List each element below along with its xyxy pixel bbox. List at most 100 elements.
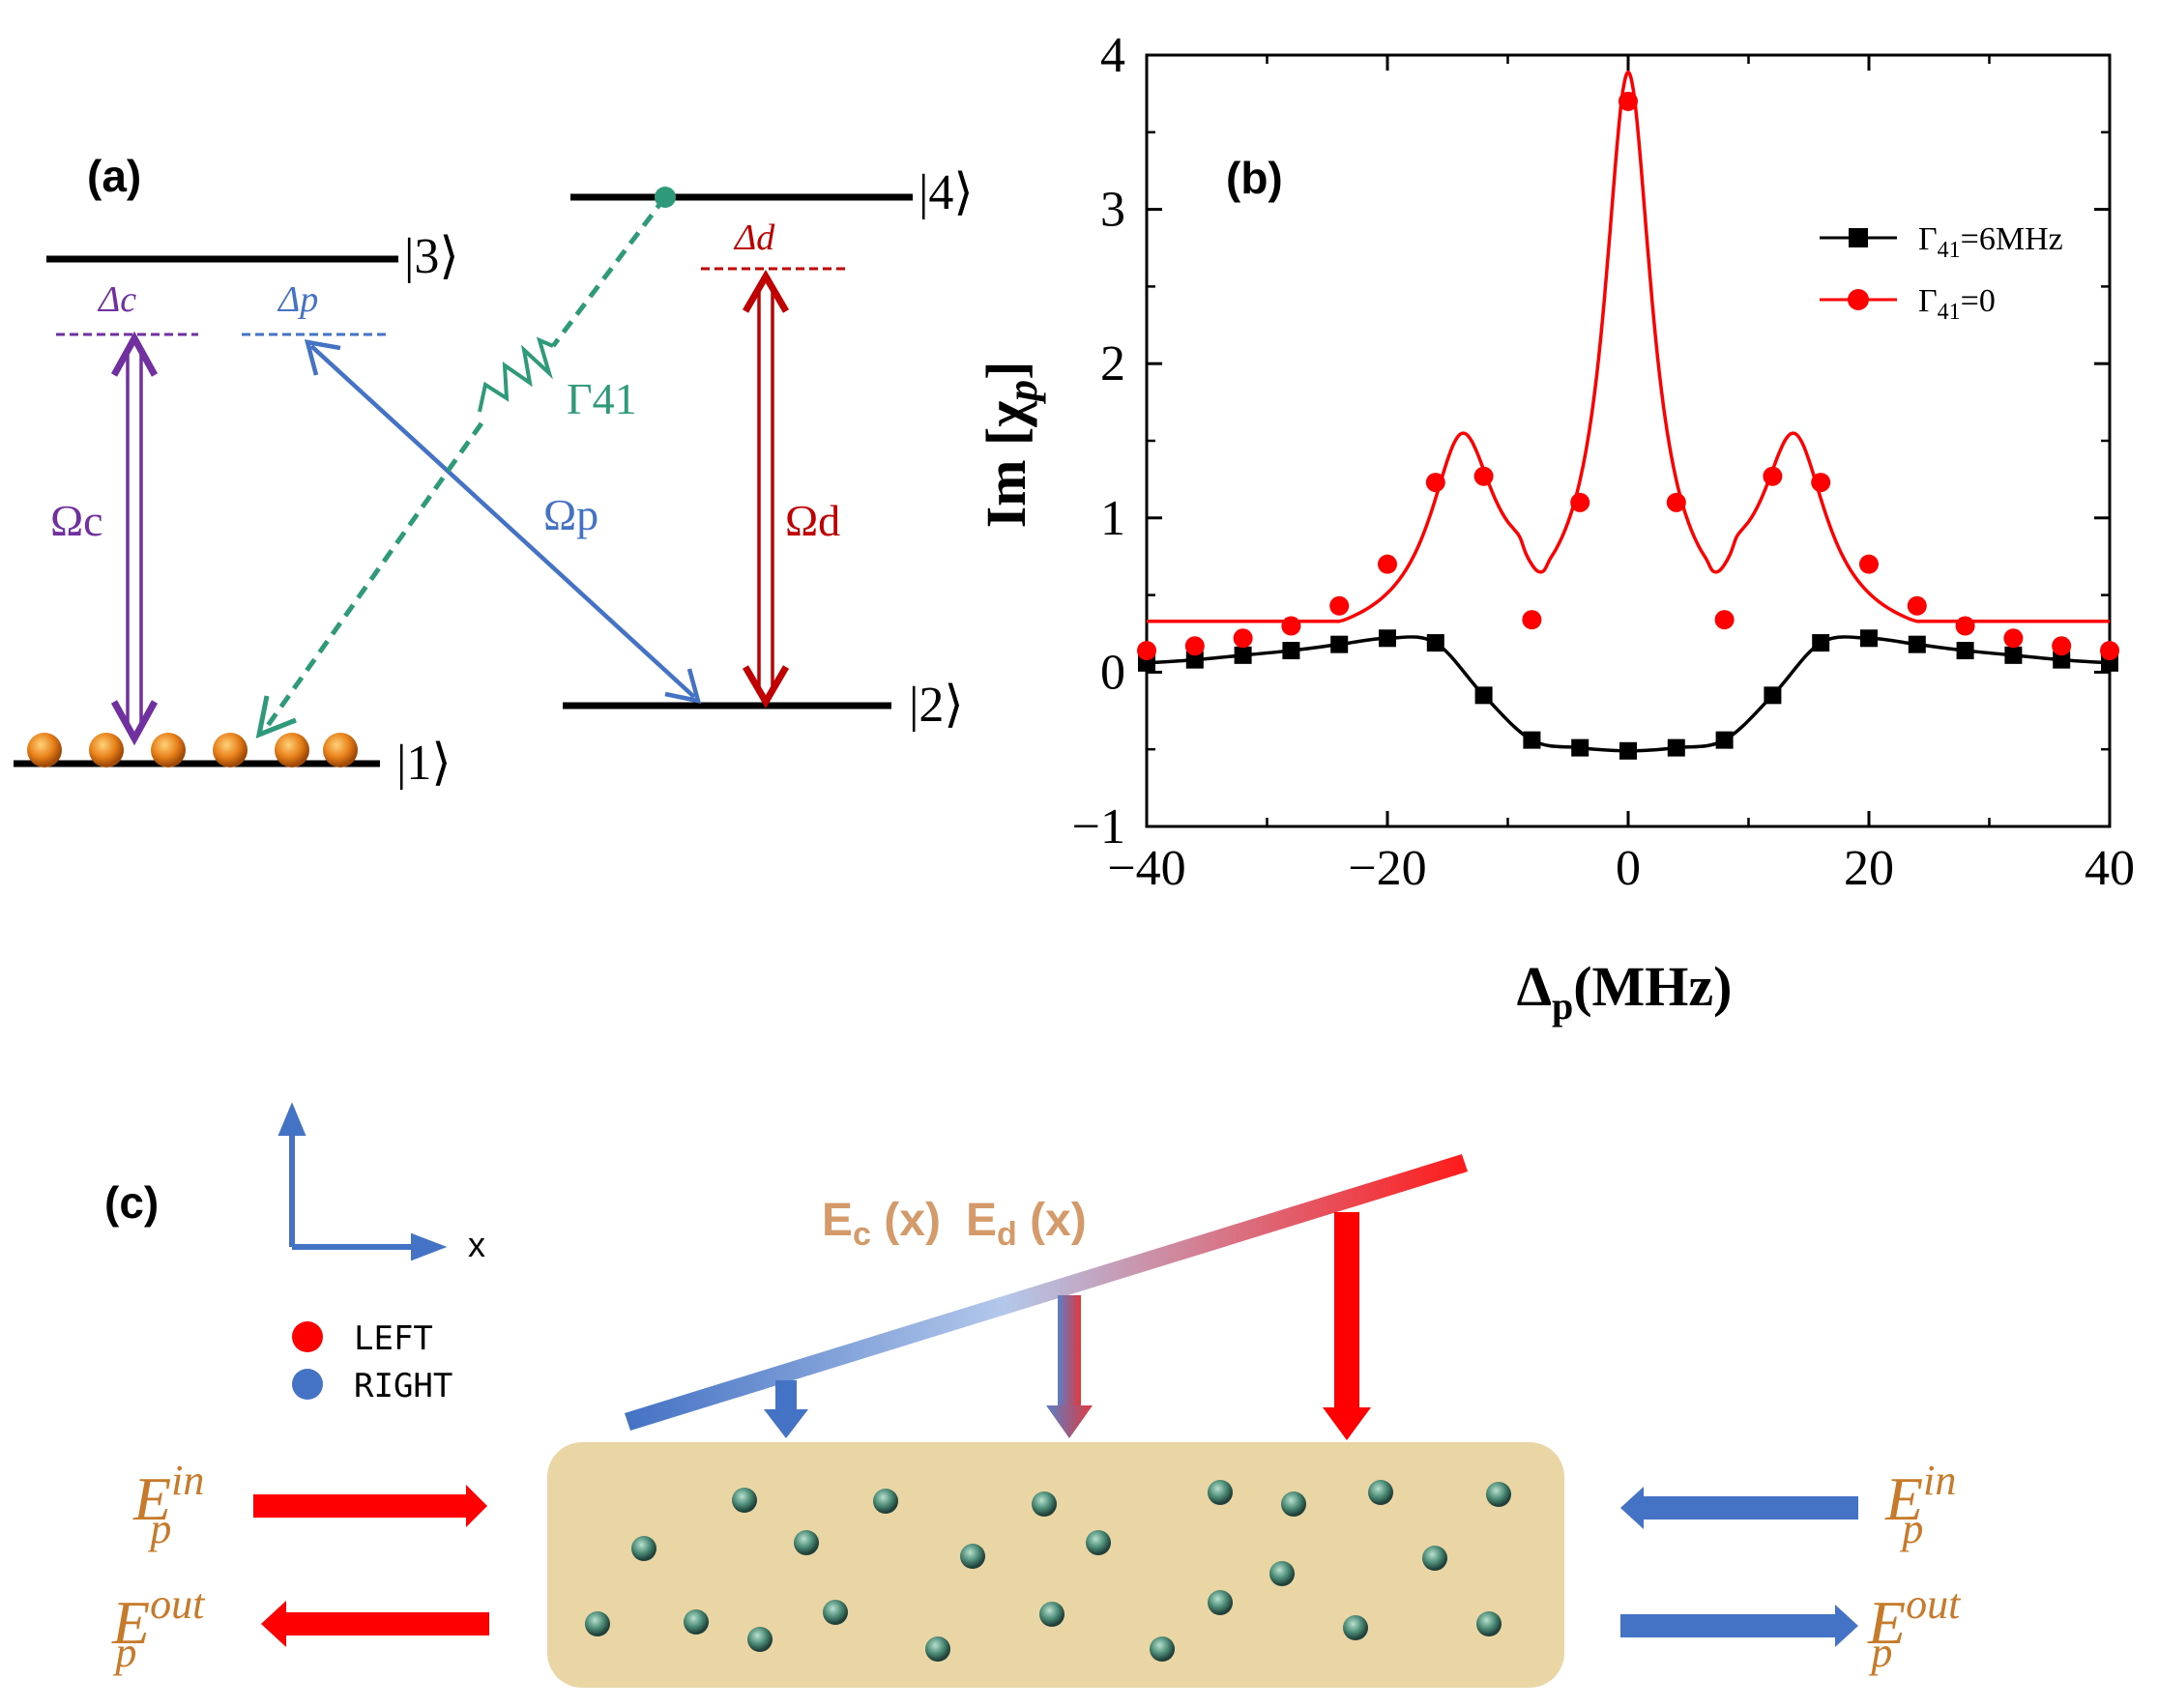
gamma-41-decay-arrow [255, 187, 676, 739]
x-tick-label: −20 [1348, 841, 1426, 896]
y-tick-label: 1 [1100, 491, 1125, 546]
data-point [1282, 642, 1300, 660]
atom [89, 733, 124, 767]
data-point [1378, 554, 1397, 574]
axis-x-label: x [468, 1225, 485, 1264]
omega-d-label: Ωd [785, 496, 840, 545]
atom [151, 733, 186, 767]
level-3-label: |3⟩ [404, 229, 459, 284]
omega-p-label: Ωp [543, 490, 598, 539]
data-point [1281, 616, 1301, 636]
series-gamma41-0 [1137, 70, 2119, 661]
level-4-label: |4⟩ [919, 165, 974, 220]
coordinate-axes-icon [277, 1102, 448, 1261]
data-point [1907, 595, 1927, 616]
atom [275, 733, 309, 767]
coupling-field-beam [625, 1154, 1468, 1431]
data-point [1667, 738, 1685, 757]
data-point [2004, 646, 2023, 664]
svg-text:Γ41=0: Γ41=0 [1918, 283, 1996, 325]
svg-text:Γ41=6MHz: Γ41=6MHz [1918, 221, 2063, 263]
field-arrow-red [1323, 1212, 1371, 1440]
omega-c-label: Ωc [50, 496, 103, 545]
data-point [1379, 629, 1396, 648]
level-2-label: |2⟩ [909, 678, 964, 733]
legend-item-gamma41-6mhz: Γ41=6MHz [1820, 221, 2063, 263]
legend-item-gamma41-0: Γ41=0 [1820, 283, 1996, 325]
field-arrow-mixed [1046, 1295, 1093, 1438]
data-point [1473, 466, 1494, 486]
panel-b-absorption-chart: −40 −20 0 20 40 −1 0 1 2 3 4 (b) Im [χp] Δp(MHz) Γ… [975, 28, 2135, 1028]
data-point [1715, 731, 1734, 749]
omega-c-coupling-arrow [110, 331, 159, 746]
delta-d-label: Δd [733, 217, 775, 258]
panel-c-setup-schematic: (c) x LEFT RIGHT Ec (x)Ed (x) [104, 1102, 1962, 1688]
chart-axes: −40 −20 0 20 40 −1 0 1 2 3 4 [1072, 28, 2135, 896]
omega-p-probe-arrow [304, 339, 702, 704]
x-axis-label: Δp(MHz) [1517, 955, 1733, 1028]
delta-p-label: Δp [277, 279, 318, 320]
data-point [1859, 554, 1879, 574]
data-point [1185, 651, 1204, 669]
data-point [2053, 651, 2071, 669]
data-point [2003, 628, 2024, 649]
omega-d-coupling-arrow [742, 270, 790, 709]
x-tick-label: 40 [2085, 841, 2135, 896]
ground-state-atoms [27, 733, 358, 767]
data-point [1955, 616, 1975, 636]
data-point [1860, 629, 1878, 648]
panel-b-label: (b) [1226, 153, 1283, 203]
right-output-probe-arrow [1620, 1605, 1858, 1647]
right-input-probe-arrow [1620, 1487, 1858, 1529]
field-labels: Ec (x)Ed (x) [822, 1195, 1087, 1253]
data-point [1618, 91, 1638, 111]
y-tick-label: 3 [1100, 183, 1125, 238]
y-tick-label: 0 [1100, 645, 1125, 700]
level-1-label: |1⟩ [396, 736, 452, 791]
x-tick-label: 0 [1616, 841, 1641, 896]
data-point [1666, 492, 1686, 512]
data-point [1956, 642, 1974, 660]
right-legend-dot [292, 1369, 323, 1400]
x-tick-label: −40 [1107, 841, 1185, 896]
atom [323, 733, 358, 767]
data-point [1763, 466, 1783, 486]
y-tick-label: 2 [1100, 336, 1125, 391]
chart-legend: Γ41=6MHz Γ41=0 [1820, 221, 2063, 325]
data-point [1329, 595, 1350, 616]
atom [27, 733, 62, 767]
chart-series [1137, 70, 2119, 760]
left-legend-label: LEFT [354, 1319, 433, 1358]
y-tick-label: −1 [1072, 799, 1125, 854]
data-point [1571, 738, 1589, 757]
data-point [1811, 473, 1831, 493]
data-point [1522, 610, 1542, 630]
right-legend-label: RIGHT [354, 1367, 452, 1405]
panel-a-label: (a) [87, 151, 141, 201]
data-point [1474, 686, 1493, 705]
data-point [1330, 635, 1349, 653]
left-output-probe-arrow [261, 1601, 489, 1647]
atom [213, 733, 248, 767]
data-point [1619, 741, 1637, 760]
data-point [1714, 610, 1735, 630]
data-point [1426, 634, 1444, 652]
data-point [1908, 635, 1926, 653]
field-arrow-blue [764, 1380, 808, 1438]
data-point [1234, 646, 1252, 664]
y-tick-label: 4 [1100, 28, 1125, 83]
data-point [1812, 634, 1830, 652]
left-legend-dot [292, 1321, 323, 1352]
data-point [1137, 641, 1156, 661]
gamma-41-label: Γ41 [567, 374, 637, 423]
medium-atoms [585, 1480, 1511, 1662]
x-tick-label: 20 [1844, 841, 1894, 896]
y-axis-label: Im [χp] [975, 362, 1046, 529]
panel-a-energy-level-diagram: (a) |3⟩ |4⟩ |2⟩ |1⟩ Δc Δp Δd Ωc [14, 151, 974, 791]
atomic-medium-cell [547, 1442, 1564, 1688]
